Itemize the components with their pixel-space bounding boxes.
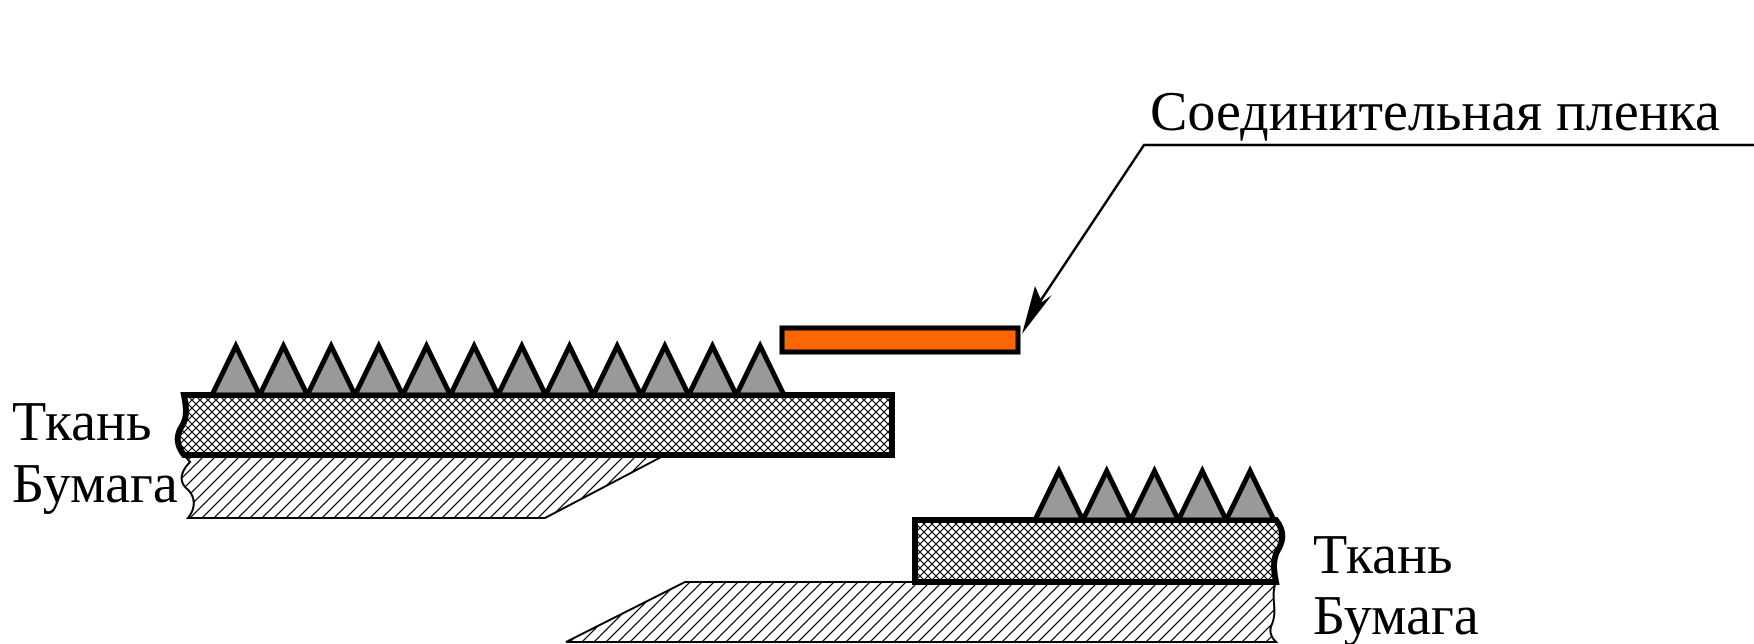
left-tooth [255, 340, 312, 398]
left-tooth [494, 340, 550, 398]
left-tooth [541, 340, 598, 398]
left-tooth [684, 340, 741, 398]
left-tooth [303, 340, 359, 398]
right-assembly [565, 465, 1286, 643]
connecting-film [779, 325, 1021, 355]
right-tooth [1078, 465, 1135, 523]
left-tooth [589, 340, 645, 398]
film-label: Соединительная пленка [1150, 81, 1720, 143]
right-fabric-label: Ткань [1313, 524, 1453, 586]
left-fabric-layer [174, 392, 895, 458]
left-tooth [732, 340, 788, 398]
right-tooth [1126, 465, 1183, 523]
right-fabric-layer [912, 517, 1286, 585]
right-tooth [1174, 465, 1231, 523]
left-paper-layer [180, 454, 666, 519]
right-teeth [1030, 465, 1279, 523]
left-tooth [398, 340, 455, 398]
left-teeth [208, 340, 788, 398]
left-paper-label: Бумага [12, 453, 178, 515]
left-tooth [446, 340, 502, 398]
film-leader-line [1022, 143, 1754, 334]
left-fabric-label: Ткань [12, 391, 152, 453]
left-tooth [637, 340, 693, 398]
right-paper-layer [565, 581, 1279, 643]
left-tooth [208, 340, 264, 398]
right-tooth [1030, 465, 1087, 523]
left-tooth [351, 340, 407, 398]
right-paper-label: Бумага [1313, 585, 1479, 644]
arrowhead-icon [1022, 286, 1052, 334]
right-tooth [1222, 465, 1279, 523]
left-assembly [174, 340, 895, 519]
